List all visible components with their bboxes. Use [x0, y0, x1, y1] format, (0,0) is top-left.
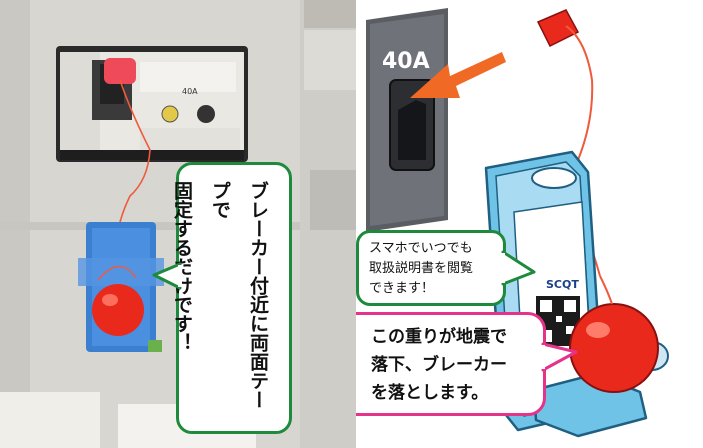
manual-callout-line-2: 取扱説明書を閲覧 [369, 261, 474, 276]
install-callout-line-2: 固定するだけです！ [171, 181, 193, 352]
install-callout: ブレーカー付近に両面テープで 固定するだけです！ [171, 162, 292, 434]
device-illustration: 40A SCQT スマホでいつでも 取扱説明書を閲覧 [356, 0, 703, 448]
manual-callout-line-1: スマホでいつでも [369, 241, 473, 256]
breaker-rating-text: 40A [382, 49, 430, 74]
manual-callout: スマホでいつでも 取扱説明書を閲覧 できます！ [356, 230, 506, 306]
weight-callout-line-1: この重りが地震で [371, 327, 507, 347]
weight-callout: この重りが地震で 落下、ブレーカー を落とします。 [356, 312, 546, 416]
weight-callout-line-2: 落下、ブレーカー [371, 355, 507, 375]
breaker-label-text: 40A [182, 87, 198, 96]
manual-callout-line-3: できます！ [369, 281, 435, 296]
device-logo: SCQT [546, 278, 579, 291]
weight-callout-line-3: を落とします。 [371, 383, 489, 403]
breaker-photo-drawing: 40A [0, 0, 356, 448]
breaker-photo: 40A ブレーカー付近に両面テープで 固定するだけです！ [0, 0, 356, 448]
install-callout-text: ブレーカー付近に両面テープで 固定するだけです！ [163, 181, 277, 421]
install-callout-line-1: ブレーカー付近に両面テープで [209, 181, 269, 409]
